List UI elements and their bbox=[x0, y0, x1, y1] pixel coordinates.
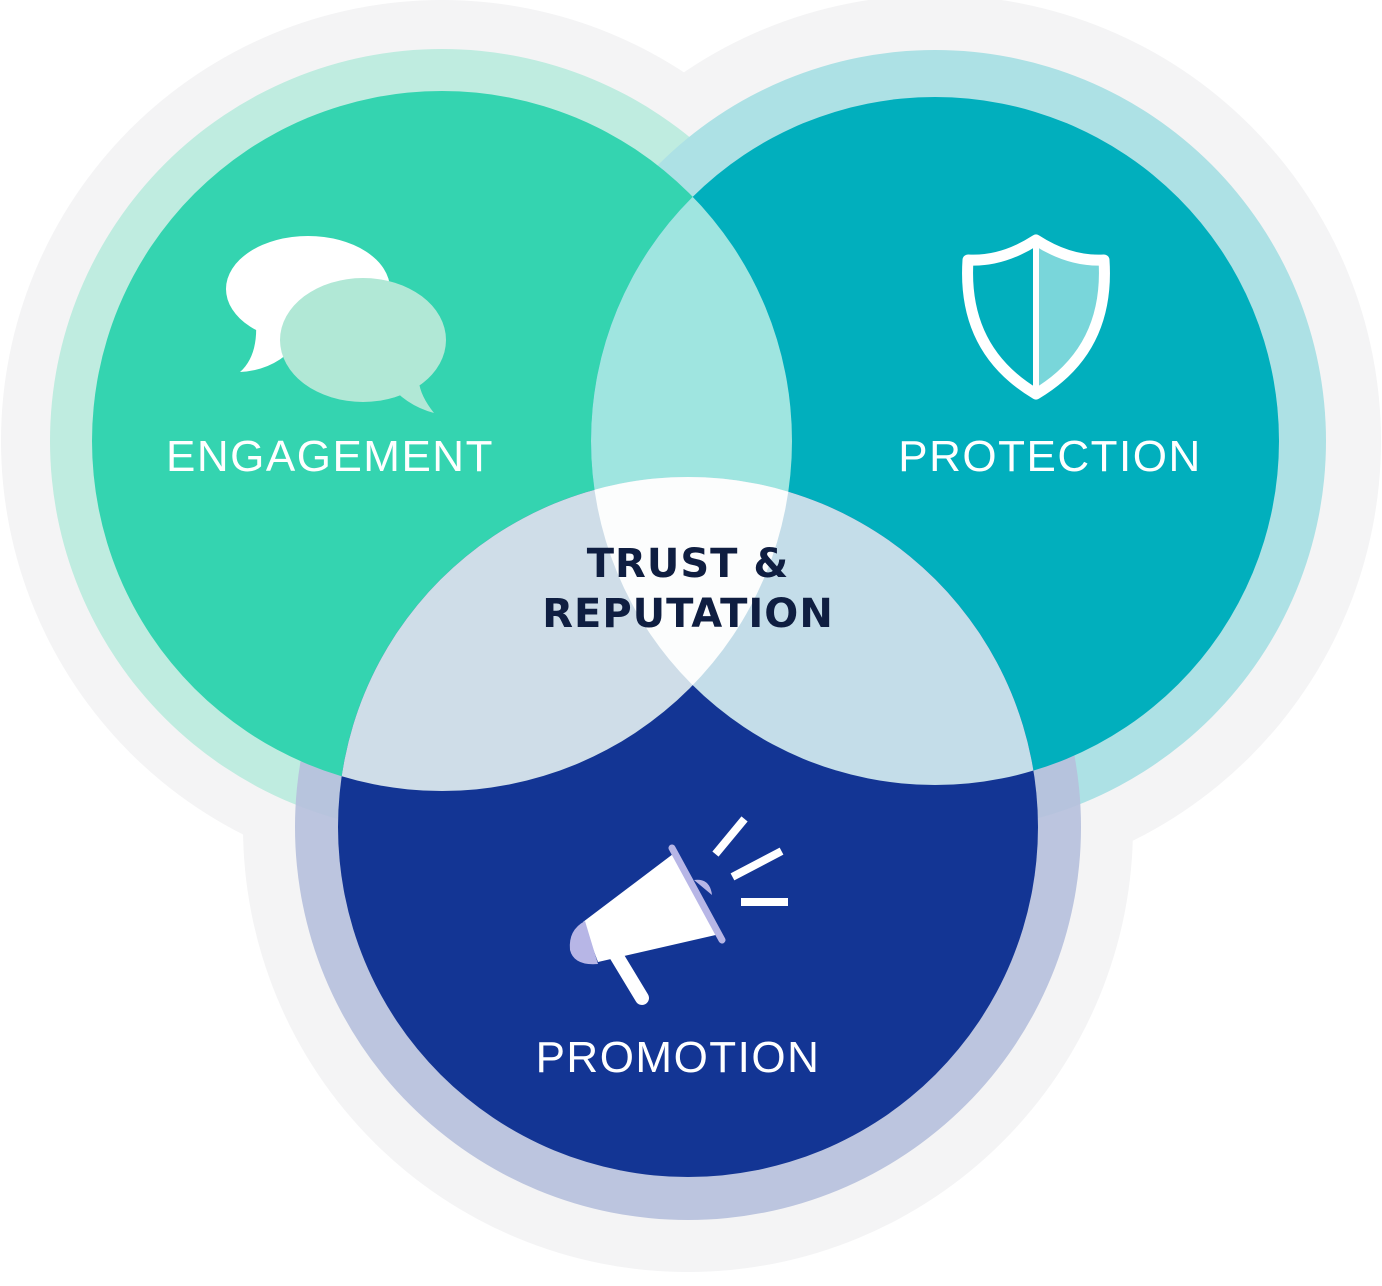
engagement-promotion-overlap bbox=[338, 477, 792, 791]
shield-icon bbox=[962, 234, 1110, 400]
center-label-line1: TRUST & bbox=[587, 541, 789, 587]
protection-promotion-overlap bbox=[591, 477, 1038, 785]
megaphone-icon bbox=[569, 816, 788, 1005]
protection-label: PROTECTION bbox=[898, 432, 1201, 481]
speech-bubbles-icon bbox=[226, 236, 446, 413]
promotion-label: PROMOTION bbox=[536, 1033, 821, 1082]
center-label-line2: REPUTATION bbox=[542, 591, 834, 637]
engagement-label: ENGAGEMENT bbox=[166, 432, 494, 481]
